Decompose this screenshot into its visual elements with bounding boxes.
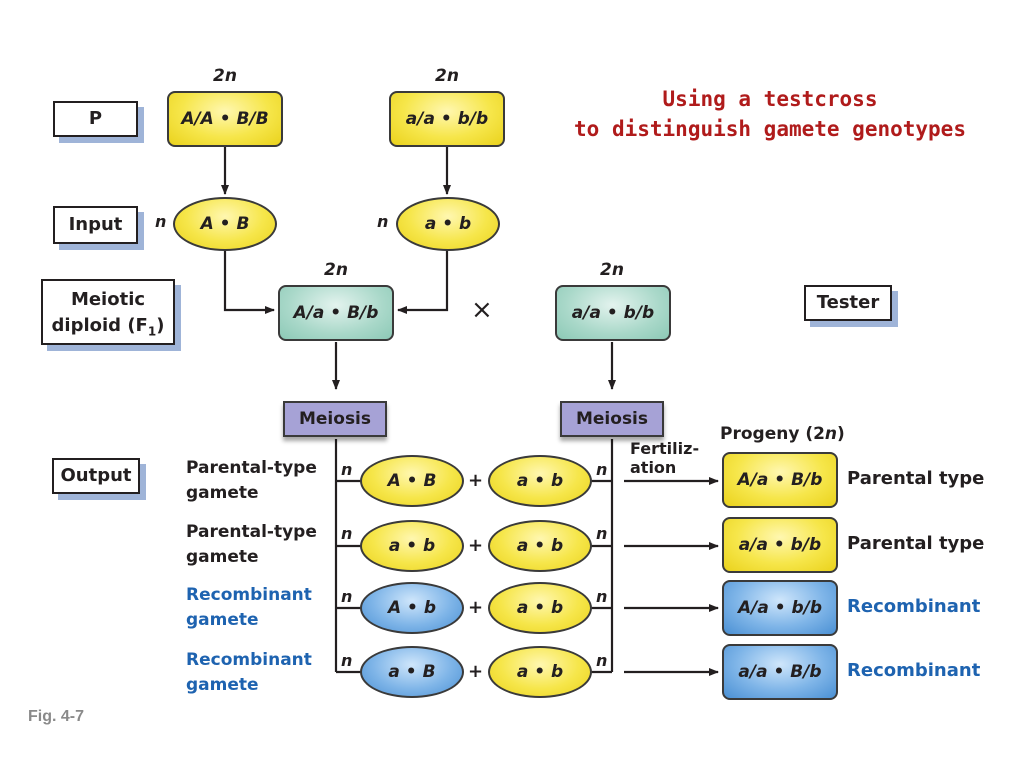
output-row3-type: Recombinant (847, 596, 981, 617)
ploidy-row2-right: n (596, 524, 608, 543)
output-row3-gamete: A • b (360, 582, 464, 634)
output-row1-gamete: A • B (360, 455, 464, 507)
figure-label: Fig. 4-7 (28, 708, 85, 725)
plus-row2: + (468, 535, 484, 556)
output-row3-progeny: A/a • b/b (722, 580, 838, 636)
cross-symbol: × (471, 295, 493, 325)
plus-row1: + (468, 470, 484, 491)
f1-genotype: A/a • B/b (278, 285, 394, 341)
output-row4-progeny: a/a • B/b (722, 644, 838, 700)
label-diploid-line: diploid (F1) (51, 315, 165, 339)
output-row3-label: Recombinant gamete (186, 585, 312, 630)
ploidy-input-right: n (377, 212, 389, 231)
output-row4-gamete: a • B (360, 646, 464, 698)
fertilization-label: Fertiliz- ation (630, 439, 700, 477)
ploidy-row1-right: n (596, 460, 608, 479)
output-row2-label: Parental-type gamete (186, 522, 317, 567)
label-tester: Tester (804, 285, 892, 321)
ploidy-p-left: 2n (213, 66, 237, 86)
output-row2-tester-gamete: a • b (488, 520, 592, 572)
parent-right-genotype: a/a • b/b (389, 91, 505, 147)
ploidy-row4-left: n (341, 651, 353, 670)
tester-genotype: a/a • b/b (555, 285, 671, 341)
ploidy-row3-left: n (341, 587, 353, 606)
label-p: P (53, 101, 138, 137)
output-row2-type: Parental type (847, 533, 985, 554)
arrow-input-right-to-f1 (397, 250, 449, 314)
meiosis-tester: Meiosis (560, 401, 664, 437)
ploidy-row3-right: n (596, 587, 608, 606)
output-row2-gamete: a • b (360, 520, 464, 572)
output-row1-tester-gamete: a • b (488, 455, 592, 507)
arrow-input-left-to-f1 (223, 250, 275, 314)
output-row2-progeny: a/a • b/b (722, 517, 838, 573)
ploidy-tester: 2n (600, 260, 624, 280)
output-row4-label: Recombinant gamete (186, 650, 312, 695)
ploidy-p-right: 2n (435, 66, 459, 86)
diagram-title-line2: to distinguish gamete genotypes (574, 117, 966, 141)
label-meiotic-diploid: Meiotic diploid (F1) (41, 279, 175, 345)
plus-row3: + (468, 597, 484, 618)
parent-left-genotype: A/A • B/B (167, 91, 283, 147)
output-row3-tester-gamete: a • b (488, 582, 592, 634)
output-row1-progeny: A/a • B/b (722, 452, 838, 508)
ploidy-input-left: n (155, 212, 167, 231)
output-row4-type: Recombinant (847, 660, 981, 681)
ploidy-f1: 2n (324, 260, 348, 280)
diagram-title-line1: Using a testcross (662, 87, 878, 111)
ploidy-row2-left: n (341, 524, 353, 543)
output-row1-label: Parental-type gamete (186, 458, 317, 503)
output-row4-tester-gamete: a • b (488, 646, 592, 698)
label-output: Output (52, 458, 140, 494)
meiosis-f1: Meiosis (283, 401, 387, 437)
label-input: Input (53, 206, 138, 244)
plus-row4: + (468, 661, 484, 682)
progeny-header: Progeny (2n) (720, 424, 845, 444)
ploidy-row1-left: n (341, 460, 353, 479)
label-meiotic-line: Meiotic (70, 289, 146, 310)
input-gamete-right: a • b (396, 197, 500, 251)
ploidy-row4-right: n (596, 651, 608, 670)
input-gamete-left: A • B (173, 197, 277, 251)
output-row1-type: Parental type (847, 468, 985, 489)
